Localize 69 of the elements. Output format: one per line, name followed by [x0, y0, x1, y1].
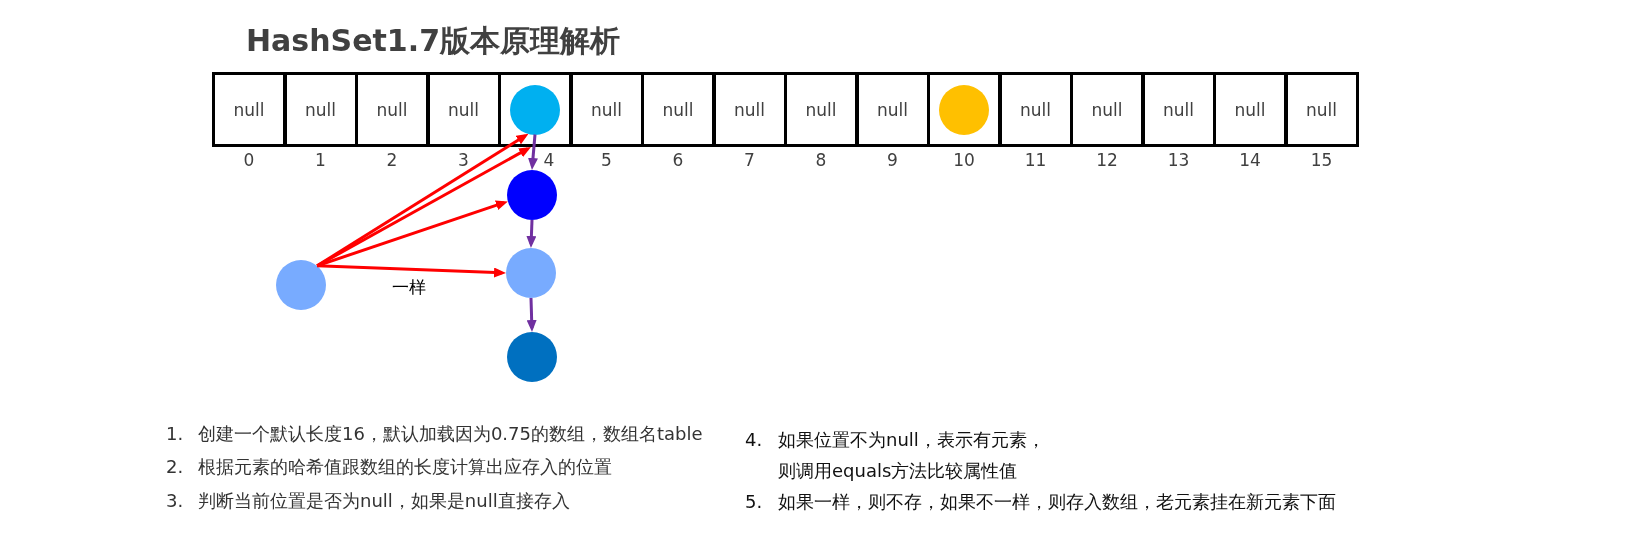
- list-item: 判断当前位置是否为null，如果是null直接存入: [198, 489, 570, 513]
- slot-value: null: [1091, 99, 1123, 120]
- array-slot: [569, 72, 644, 147]
- slot-value: null: [1020, 99, 1051, 120]
- index-number: 14: [1239, 150, 1261, 170]
- list-item: 创建一个默认长度16，默认加载因为0.75的数组，数组名table: [198, 422, 703, 446]
- index-number: 8: [815, 150, 827, 170]
- array-slot: [927, 72, 1001, 147]
- list-number: 5.: [745, 490, 763, 514]
- index-number: 6: [672, 150, 684, 170]
- array-slot: [712, 72, 787, 147]
- arrow: [526, 219, 537, 248]
- list-number: 3.: [166, 489, 184, 513]
- array-slot: [1284, 72, 1359, 147]
- arrow: [317, 264, 506, 278]
- array-slot: [1213, 72, 1287, 147]
- index-number: 0: [243, 150, 255, 170]
- index-number: 5: [601, 150, 612, 170]
- list-number: 2.: [166, 455, 184, 479]
- title: HashSet1.7版本原理解析: [246, 23, 620, 59]
- slot-value: null: [877, 99, 908, 120]
- element-circle: [510, 84, 560, 135]
- index-number: 11: [1024, 150, 1047, 170]
- array-slot: [998, 72, 1073, 147]
- slot-value: null: [1306, 99, 1337, 120]
- index-number: 10: [953, 150, 975, 170]
- array-slot: [212, 72, 286, 147]
- element-circle: [276, 260, 326, 310]
- slot-value: null: [662, 99, 694, 120]
- index-number: 9: [887, 150, 898, 170]
- slot-value: null: [1234, 99, 1266, 120]
- slot-value: null: [233, 99, 265, 120]
- index-number: 13: [1167, 150, 1190, 170]
- edge-label: 一样: [391, 277, 427, 297]
- element-circle: [507, 170, 557, 220]
- list-item: 如果位置不为null，表示有元素，则调用equals方法比较属性值: [778, 427, 1046, 483]
- slot-value: null: [591, 99, 622, 120]
- array-slot: [426, 72, 501, 147]
- index-number: 3: [458, 150, 469, 170]
- array-slot: [784, 72, 858, 147]
- index-number: 4: [543, 150, 555, 170]
- index-number: 12: [1096, 150, 1118, 170]
- arrow: [526, 297, 537, 332]
- element-circle: [507, 332, 557, 382]
- slot-value: null: [376, 99, 408, 120]
- index-number: 2: [386, 150, 398, 170]
- slot-value: null: [805, 99, 837, 120]
- index-number: 1: [315, 150, 326, 170]
- list-item: 根据元素的哈希值跟数组的长度计算出应存入的位置: [198, 455, 612, 479]
- slot-value: null: [305, 99, 336, 120]
- array-slot: [355, 72, 429, 147]
- index-number: 15: [1310, 150, 1333, 170]
- array-slot: [1141, 72, 1216, 147]
- arrow: [528, 134, 538, 170]
- element-circle: [939, 84, 989, 135]
- array-slot: [498, 72, 572, 147]
- array-slot: [1070, 72, 1144, 147]
- list-number: 4.: [745, 427, 763, 452]
- slot-value: null: [734, 99, 765, 120]
- arrow: [316, 200, 508, 268]
- array-slot: [855, 72, 930, 147]
- list-number: 1.: [166, 422, 184, 446]
- list-item: 如果一样，则不存，如果不一样，则存入数组，老元素挂在新元素下面: [778, 490, 1336, 514]
- slot-value: null: [1163, 99, 1194, 120]
- array-slot: [283, 72, 358, 147]
- array-slot: [641, 72, 715, 147]
- index-number: 7: [744, 150, 755, 170]
- element-circle: [506, 248, 556, 298]
- slot-value: null: [448, 99, 479, 120]
